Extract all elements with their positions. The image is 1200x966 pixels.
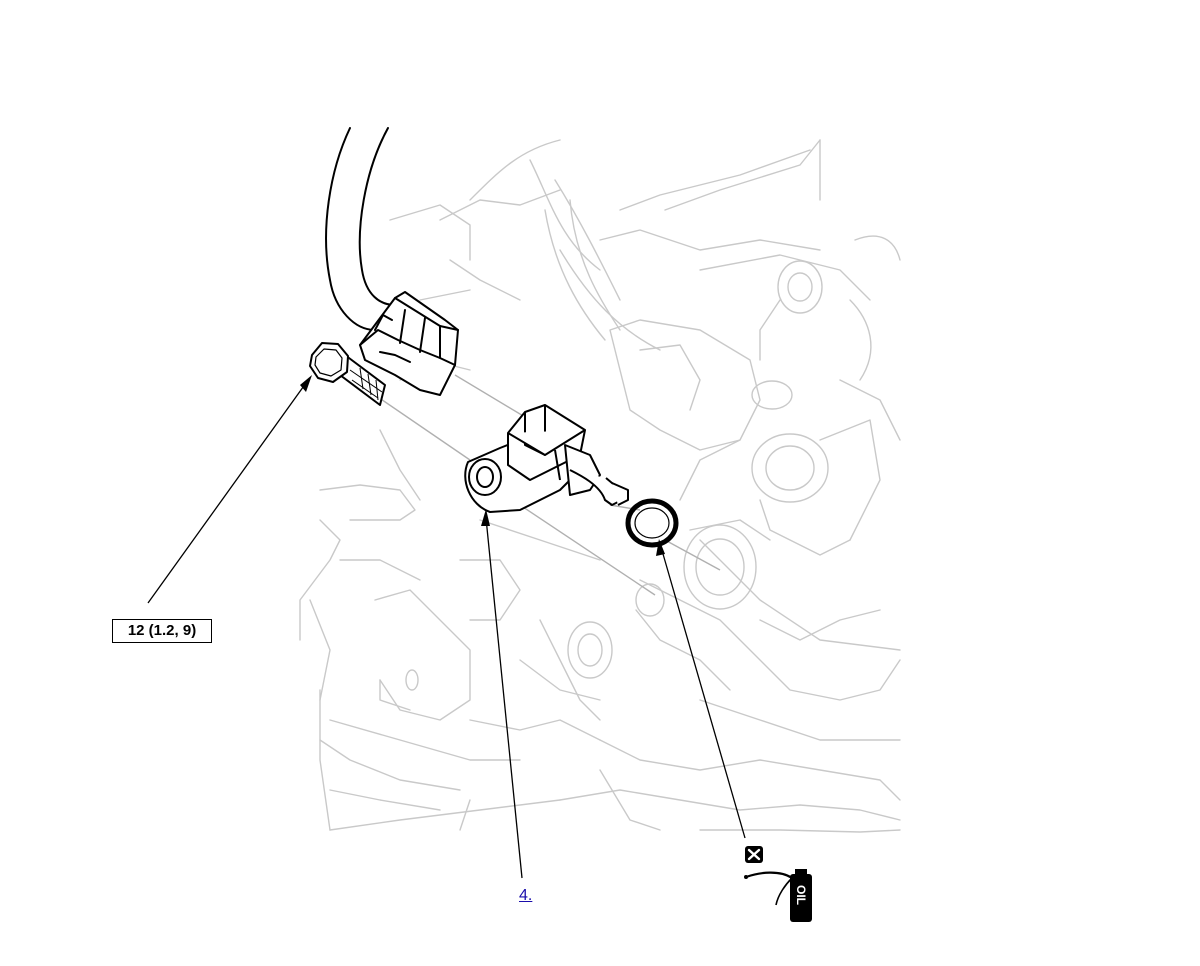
assembly-guide-lines bbox=[374, 374, 721, 596]
torque-spec-label: 12 (1.2, 9) bbox=[112, 619, 212, 643]
replace-part-icon bbox=[745, 846, 763, 863]
harness-connector bbox=[325, 127, 459, 396]
o-ring bbox=[625, 498, 679, 548]
sensor bbox=[464, 404, 629, 513]
bolt bbox=[309, 342, 386, 406]
arrowheads bbox=[300, 375, 665, 556]
oil-label: OIL bbox=[794, 885, 808, 905]
oil-can-icon bbox=[744, 869, 812, 922]
leader-lines bbox=[147, 382, 746, 879]
step-4-link[interactable]: 4. bbox=[519, 887, 533, 904]
engine-block-background bbox=[299, 139, 901, 833]
